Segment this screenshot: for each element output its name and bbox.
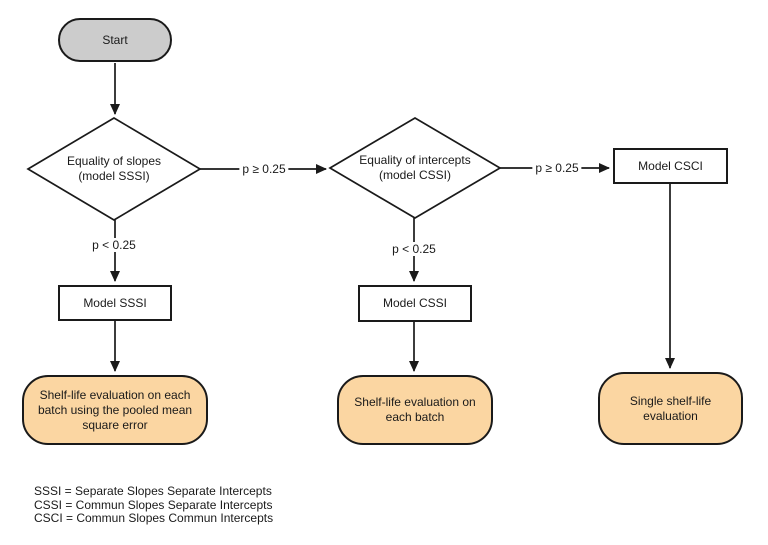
decision-slopes: Equality of slopes (model SSSI) <box>34 140 194 198</box>
decision-intercepts-line1: Equality of intercepts <box>359 153 471 167</box>
outcome-each-batch-node: Shelf-life evaluation on each batch <box>337 375 493 445</box>
model-sssi-node: Model SSSI <box>58 285 172 321</box>
start-node-label: Start <box>102 32 128 47</box>
start-node: Start <box>58 18 172 62</box>
decision-intercepts-shape <box>328 117 502 219</box>
edge-label-slopes-pass: p ≥ 0.25 <box>239 162 289 176</box>
decision-slopes-line1: Equality of slopes <box>66 154 162 168</box>
legend-line-cssi: CSSI = Commun Slopes Separate Intercepts <box>34 497 273 512</box>
legend-line-csci: CSCI = Commun Slopes Commun Intercepts <box>34 511 274 525</box>
model-sssi-label: Model SSSI <box>83 295 147 310</box>
decision-slopes-line2: (model SSSI) <box>78 169 150 183</box>
outcome-single-node: Single shelf-life evaluation <box>598 372 743 445</box>
outcome-pooled-label: Shelf-life evaluation on each batch usin… <box>37 387 193 432</box>
outcome-each-batch-label: Shelf-life evaluation on each batch <box>354 395 476 424</box>
outcome-single-label: Single shelf-life evaluation <box>629 393 712 423</box>
edge-label-slopes-fail: p < 0.25 <box>89 238 139 252</box>
abbreviation-legend: SSSI = Separate Slopes Separate Intercep… <box>34 484 274 526</box>
edge-label-intercepts-pass: p ≥ 0.25 <box>532 161 582 175</box>
model-cssi-node: Model CSSI <box>358 285 472 322</box>
legend-line-sssi: SSSI = Separate Slopes Separate Intercep… <box>34 484 272 498</box>
decision-intercepts: Equality of intercepts (model CSSI) <box>330 140 500 196</box>
decision-intercepts-line2: (model CSSI) <box>378 168 452 182</box>
model-csci-label: Model CSCI <box>638 158 703 173</box>
outcome-pooled-node: Shelf-life evaluation on each batch usin… <box>22 375 208 445</box>
edge-label-intercepts-fail: p < 0.25 <box>389 242 439 256</box>
model-cssi-label: Model CSSI <box>382 296 448 310</box>
model-csci-node: Model CSCI <box>613 148 728 184</box>
decision-slopes-shape <box>26 117 202 221</box>
